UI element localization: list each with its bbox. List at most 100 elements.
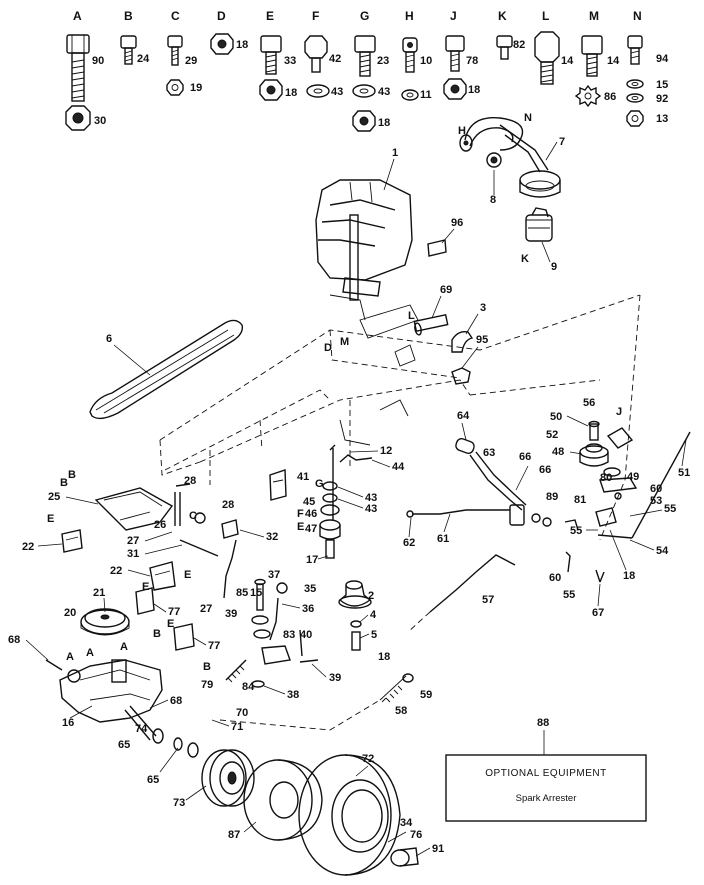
hardware-column-a-letter: A (73, 9, 82, 23)
letter-e-center: E (297, 521, 304, 533)
control-rod-57 (407, 554, 516, 633)
part-11-label: 11 (420, 89, 432, 101)
part-92-label: 92 (656, 93, 668, 105)
bolt-17-callout: 17 (306, 554, 318, 566)
lock-washer-h (401, 89, 419, 101)
letter-c: C (189, 510, 197, 522)
rod-31-callout: 31 (127, 548, 139, 560)
washer-53-callout: 53 (650, 495, 662, 507)
part-82-label: 82 (513, 39, 525, 51)
bracket-77-lower (173, 623, 195, 651)
nut-n-13 (626, 110, 644, 127)
hardware-column-c-letter: C (171, 9, 180, 23)
letter-b3: B (153, 628, 161, 640)
pipe-callout: 69 (440, 284, 452, 296)
hex-bolt-c (167, 35, 183, 66)
part-43-f-label: 43 (331, 86, 343, 98)
letter-g: G (315, 478, 324, 490)
bushing-66a-callout: 66 (519, 451, 531, 463)
key-74-callout: 74 (135, 723, 148, 735)
hardware-column-e-letter: E (266, 9, 274, 23)
washer-76-callout: 76 (410, 829, 422, 841)
transaxle (45, 659, 163, 741)
letter-e3: E (142, 581, 149, 593)
part-94-label: 94 (656, 53, 669, 65)
drive-pulley (80, 608, 130, 636)
frame-callout: 12 (380, 445, 392, 457)
part-86-label: 86 (604, 91, 616, 103)
part-23-label: 23 (377, 55, 389, 67)
hardware-column-l-letter: L (542, 9, 549, 23)
belt-callout: 6 (106, 333, 112, 345)
lever-36-callout: 36 (302, 603, 314, 615)
spacer-2-callout: 2 (368, 590, 374, 602)
part-14-l-label: 14 (561, 55, 574, 67)
letter-b1: B (60, 477, 68, 489)
clip-55b-callout: 55 (570, 525, 582, 537)
hex-bolt-a (66, 34, 90, 102)
ball-35-callout: 35 (304, 583, 316, 595)
rod-27b-callout: 27 (200, 603, 212, 615)
wheel-87-callout: 87 (228, 829, 240, 841)
exhaust-elbow (451, 330, 474, 353)
letter-k: K (521, 253, 529, 265)
center-stack (269, 444, 373, 559)
spacer-52-callout: 52 (546, 429, 558, 441)
hex-nut-e (259, 79, 283, 101)
ring-85-callout: 85 (236, 587, 248, 599)
pulley-47-callout: 47 (305, 523, 317, 535)
rod-57-callout: 57 (482, 594, 494, 606)
pin-49-callout: 49 (627, 471, 639, 483)
rod-44-callout: 44 (392, 461, 405, 473)
part-42-label: 42 (329, 53, 341, 65)
pin-62-callout: 62 (403, 537, 415, 549)
linkage-left (174, 483, 239, 599)
wheel-hub-73 (201, 749, 255, 807)
spacer-46-callout: 46 (305, 508, 317, 520)
part-13-label: 13 (656, 113, 668, 125)
decal (427, 239, 447, 257)
hex-nut-c (166, 79, 184, 96)
spacer-79-callout: 79 (201, 679, 213, 691)
rod-27a-callout: 27 (127, 535, 139, 547)
hex-bolt-e (260, 35, 282, 75)
nut-15-callout: 15 (250, 587, 262, 599)
small-parts-right (565, 551, 605, 583)
transaxle-callout: 16 (62, 717, 74, 729)
belt-cover (94, 487, 174, 531)
spring-58 (379, 673, 414, 703)
hex-bolt-j (445, 35, 465, 72)
part-18-j-label: 18 (468, 84, 480, 96)
washer-n-15 (626, 79, 644, 89)
letter-e2: E (184, 569, 191, 581)
hardware-legend: A B C D E F G H J K L M N 90 30 24 (65, 9, 669, 132)
clamp-callout: 8 (490, 194, 496, 206)
engine-callout: 1 (392, 147, 398, 159)
knob-64-callout: 64 (457, 410, 470, 422)
muffler-clamp (486, 152, 502, 168)
flat-washer-g (352, 84, 376, 98)
bracket-41-callout: 41 (297, 471, 309, 483)
letter-a3: A (120, 641, 128, 653)
hub-48-callout: 48 (552, 446, 564, 458)
shift-63-callout: 63 (483, 447, 495, 459)
lock-nut-g (352, 110, 376, 132)
arrester-callout: 9 (551, 261, 557, 273)
part-78-label: 78 (466, 55, 478, 67)
bolt-89-callout: 89 (546, 491, 558, 503)
lock-nut-d (210, 33, 234, 55)
key-34-callout: 34 (400, 817, 413, 829)
exhaust-pipe (413, 313, 449, 336)
gasket-callout: 95 (476, 334, 488, 346)
bracket-77b-callout: 77 (208, 640, 220, 652)
hardware-column-f-letter: F (312, 9, 319, 23)
hex-bolt-n (627, 35, 643, 65)
letter-b4: B (203, 661, 211, 673)
letter-f: F (297, 508, 304, 520)
washer-38-callout: 38 (287, 689, 299, 701)
hardware-column-n-letter: N (633, 9, 642, 23)
gasket (451, 367, 471, 385)
part-29-label: 29 (185, 55, 197, 67)
lock-nut-j (443, 78, 467, 100)
hex-bolt-b (120, 35, 137, 65)
